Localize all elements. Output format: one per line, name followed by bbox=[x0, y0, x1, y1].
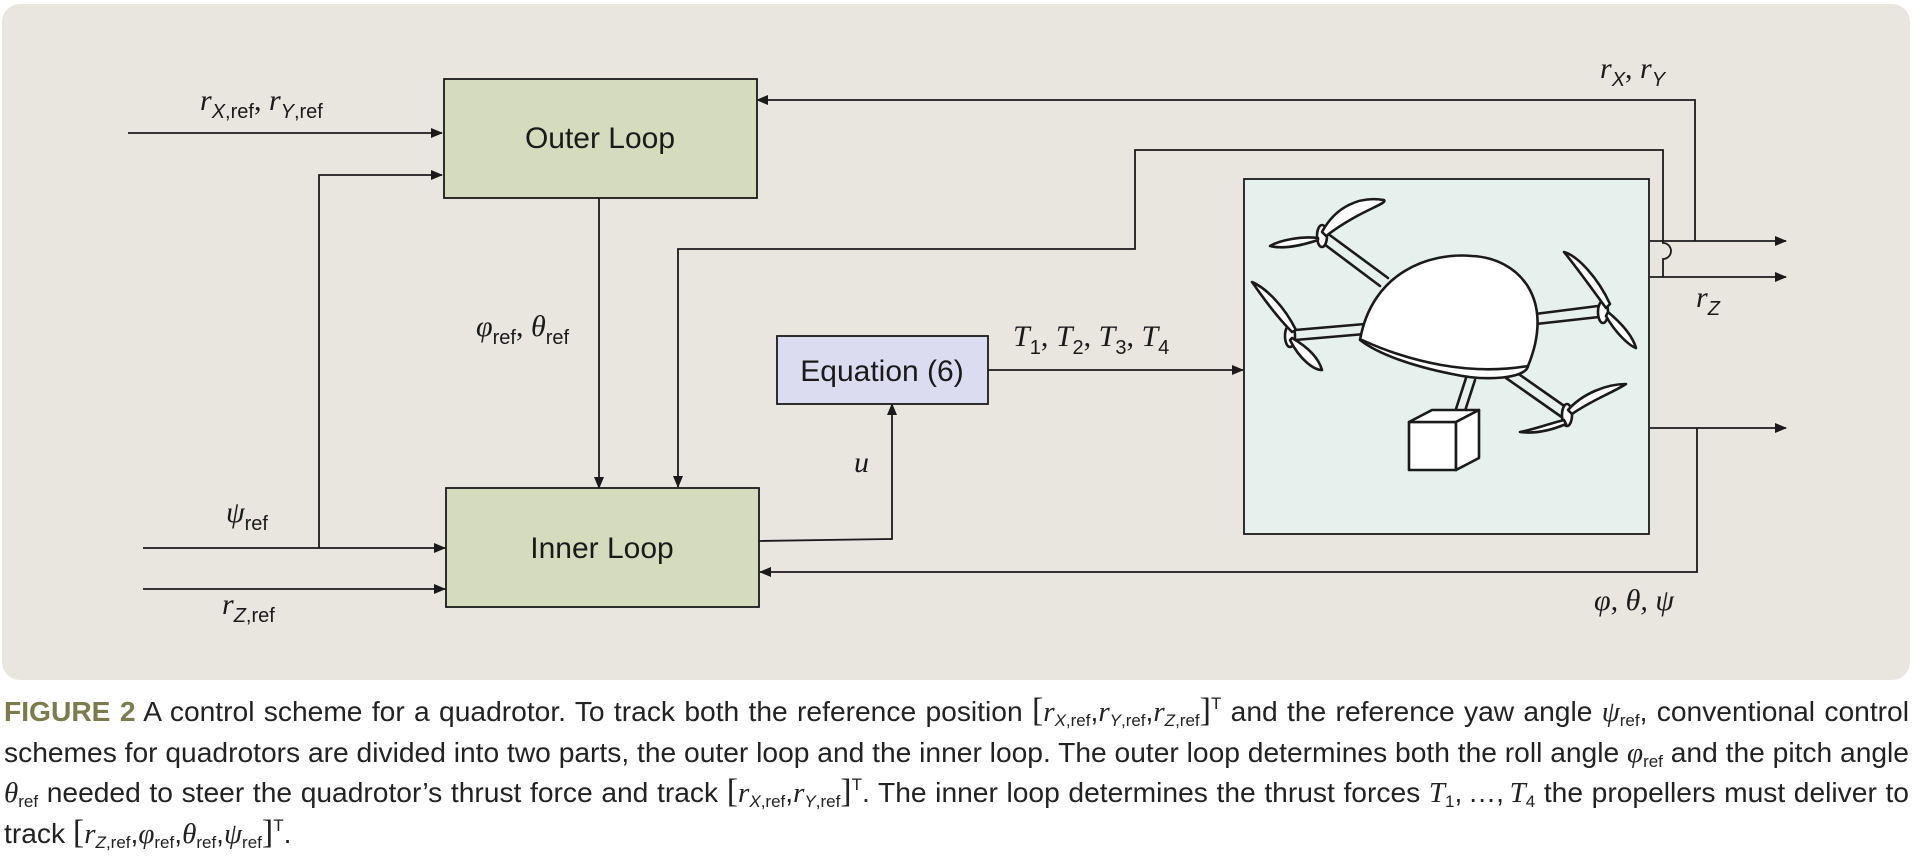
inner-loop-block bbox=[445, 487, 760, 608]
outer-loop-block bbox=[443, 78, 758, 199]
rxy-label: rX, rY bbox=[1600, 52, 1667, 91]
rz-label: rZ bbox=[1696, 281, 1721, 320]
equation-block bbox=[776, 335, 989, 405]
angles-feedback-arrow bbox=[759, 428, 1698, 577]
rxy-feedback-arrow bbox=[756, 95, 1696, 241]
outer-loop-label: Outer Loop bbox=[525, 122, 675, 155]
rxy-ref-label: rX,ref, rY,ref bbox=[200, 84, 323, 123]
block-diagram: Outer Loop Inner Loop Equation (6) bbox=[128, 52, 1787, 627]
u-label: u bbox=[854, 446, 869, 479]
rz-feedback-arrow bbox=[673, 149, 1672, 488]
quadrotor-illustration bbox=[1250, 197, 1638, 472]
u-arrow bbox=[758, 403, 897, 542]
inner-loop-label: Inner Loop bbox=[530, 532, 673, 565]
thrusts-label: T1, T2, T3, T4 bbox=[1013, 320, 1169, 359]
figure-label: FIGURE 2 bbox=[4, 695, 136, 727]
equation-label: Equation (6) bbox=[800, 355, 963, 388]
psi-ref-label: ψref bbox=[226, 496, 268, 535]
angles-label: φ, θ, ψ bbox=[1594, 584, 1675, 617]
figure-caption: FIGURE 2 A control scheme for a quadroto… bbox=[4, 692, 1909, 852]
psi-ref-branch-arrow bbox=[318, 170, 443, 548]
phi-theta-ref-label: φref, θref bbox=[476, 310, 569, 349]
rz-ref-label: rZ,ref bbox=[222, 588, 275, 627]
